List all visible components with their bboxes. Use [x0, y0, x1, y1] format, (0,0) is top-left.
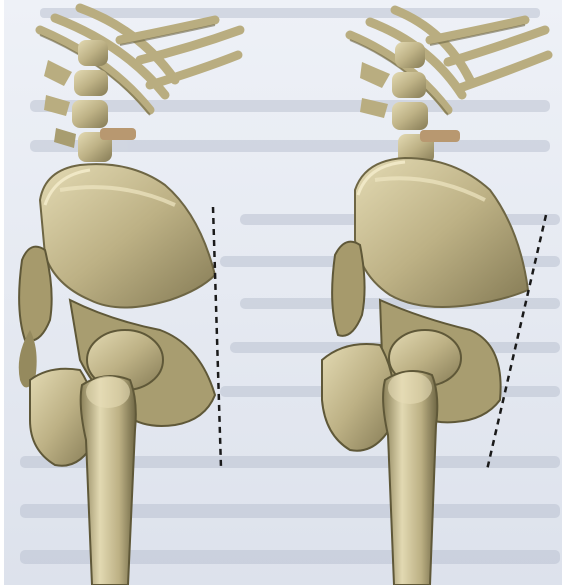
- page-border-right: [562, 0, 566, 585]
- left-disc: [100, 128, 136, 140]
- right-sacrum: [332, 242, 364, 336]
- page-border-left: [0, 0, 4, 585]
- right-disc: [420, 130, 460, 142]
- left-sacrum: [19, 247, 52, 341]
